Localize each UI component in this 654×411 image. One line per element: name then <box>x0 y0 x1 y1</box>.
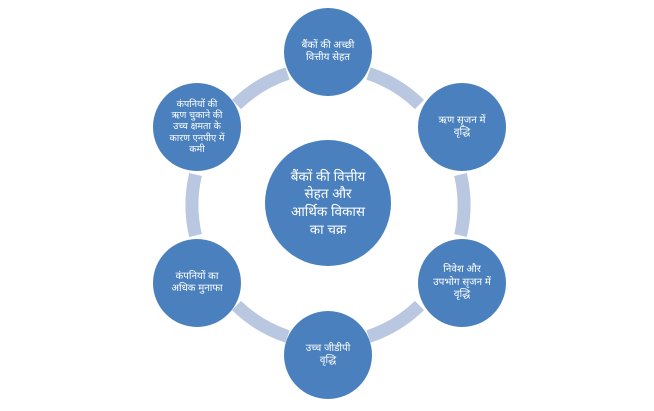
node-top: बैंकों की अच्छी वित्तीय सेहत <box>284 8 372 96</box>
node-left-bottom-label: कंपनियों का अधिक मुनाफा <box>171 270 223 295</box>
node-right-top: ऋण सृजन में वृद्धि <box>418 83 506 171</box>
node-top-label: बैंकों की अच्छी वित्तीय सेहत <box>301 39 355 64</box>
center-node-label: बैंकों की वित्तीय सेहत और आर्थिक विकास क… <box>290 168 366 237</box>
arc-left-bottom-to-left-top <box>185 173 202 237</box>
node-left-bottom: कंपनियों का अधिक मुनाफा <box>153 239 241 327</box>
node-bottom-label: उच्च जीडीपी वृद्धि <box>305 342 351 367</box>
arc-bottom-to-left-bottom <box>231 300 290 343</box>
node-right-top-label: ऋण सृजन में वृद्धि <box>438 114 486 139</box>
node-bottom: उच्च जीडीपी वृद्धि <box>284 311 372 399</box>
arc-left-top-to-top <box>231 67 290 110</box>
node-right-bottom-label: निवेश और उपभोग सृजन में वृद्धि <box>433 264 491 301</box>
arc-top-to-right-top <box>366 67 425 110</box>
node-right-bottom: निवेश और उपभोग सृजन में वृद्धि <box>418 239 506 327</box>
arc-right-bottom-to-bottom <box>366 300 425 343</box>
node-left-top-label: कंपनियों की ऋण चुकाने की उच्च क्षमता के … <box>169 98 225 156</box>
center-node: बैंकों की वित्तीय सेहत और आर्थिक विकास क… <box>265 140 391 266</box>
arc-right-top-to-right-bottom <box>454 173 471 237</box>
node-left-top: कंपनियों की ऋण चुकाने की उच्च क्षमता के … <box>153 83 241 171</box>
